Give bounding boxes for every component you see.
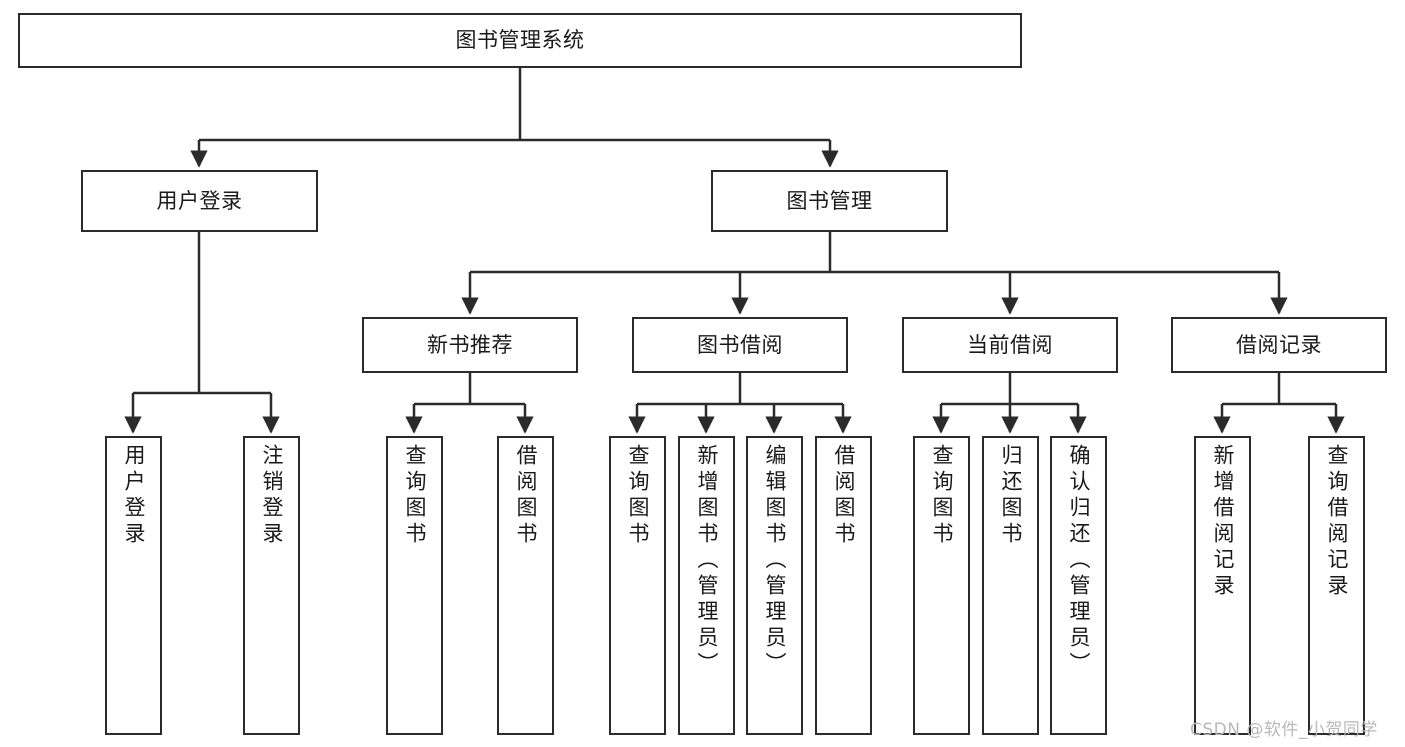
edge-currentborrow-to-leaves bbox=[932, 373, 1087, 434]
node-label: 查询借阅记录 bbox=[1325, 444, 1349, 600]
node-user-login[interactable]: 用户登录 bbox=[81, 170, 318, 232]
node-label: 用户登录 bbox=[156, 188, 243, 213]
node-borrow-record[interactable]: 借阅记录 bbox=[1171, 317, 1387, 373]
node-label: 注销登录 bbox=[260, 444, 284, 548]
node-label: 图书借阅 bbox=[697, 332, 783, 357]
node-leaf-return-book[interactable]: 归还图书 bbox=[982, 436, 1039, 735]
node-label: 借阅图书 bbox=[514, 444, 538, 548]
node-label: 图书管理系统 bbox=[455, 28, 585, 53]
edge-bookmgmt-to-level2 bbox=[461, 232, 1288, 315]
node-leaf-user-login[interactable]: 用户登录 bbox=[105, 436, 162, 735]
node-label: 新书推荐 bbox=[427, 332, 513, 357]
node-leaf-logout-login[interactable]: 注销登录 bbox=[243, 436, 300, 735]
csdn-watermark: CSDN @软件_小贺同学 bbox=[1190, 720, 1378, 740]
node-leaf-edit-book-admin[interactable]: 编辑图书（管理员） bbox=[746, 436, 803, 735]
edge-borrowrecord-to-leaves bbox=[1213, 373, 1345, 434]
node-label: 归还图书 bbox=[999, 444, 1023, 548]
node-label: 查询图书 bbox=[626, 444, 650, 548]
node-new-book-recommend[interactable]: 新书推荐 bbox=[362, 317, 578, 373]
node-leaf-borrow-book-newbook[interactable]: 借阅图书 bbox=[497, 436, 554, 735]
node-book-management-system[interactable]: 图书管理系统 bbox=[18, 13, 1022, 68]
node-label: 借阅记录 bbox=[1236, 332, 1322, 357]
node-label: 用户登录 bbox=[122, 444, 146, 548]
node-label: 当前借阅 bbox=[967, 332, 1053, 357]
node-label: 确认归还（管理员） bbox=[1067, 444, 1091, 678]
node-label: 编辑图书（管理员） bbox=[763, 444, 787, 678]
node-leaf-query-book-borrow[interactable]: 查询图书 bbox=[609, 436, 666, 735]
node-label: 图书管理 bbox=[786, 188, 873, 213]
edge-userlogin-to-leaves bbox=[124, 232, 280, 434]
edge-root-to-level1 bbox=[190, 68, 839, 168]
node-leaf-confirm-return-admin[interactable]: 确认归还（管理员） bbox=[1050, 436, 1107, 735]
node-label: 新增图书（管理员） bbox=[695, 444, 719, 678]
node-current-borrow[interactable]: 当前借阅 bbox=[902, 317, 1118, 373]
node-leaf-borrow-book[interactable]: 借阅图书 bbox=[815, 436, 872, 735]
node-label: 借阅图书 bbox=[832, 444, 856, 548]
node-leaf-query-book-newbook[interactable]: 查询图书 bbox=[386, 436, 443, 735]
node-book-management[interactable]: 图书管理 bbox=[711, 170, 948, 232]
node-book-borrow[interactable]: 图书借阅 bbox=[632, 317, 848, 373]
node-label: 查询图书 bbox=[930, 444, 954, 548]
node-label: 新增借阅记录 bbox=[1211, 444, 1235, 600]
node-leaf-add-borrow-record[interactable]: 新增借阅记录 bbox=[1194, 436, 1251, 735]
node-leaf-add-book-admin[interactable]: 新增图书（管理员） bbox=[678, 436, 735, 735]
edge-bookborrow-to-leaves bbox=[628, 373, 852, 434]
node-leaf-query-book-current[interactable]: 查询图书 bbox=[913, 436, 970, 735]
node-label: 查询图书 bbox=[403, 444, 427, 548]
node-leaf-query-borrow-record[interactable]: 查询借阅记录 bbox=[1308, 436, 1365, 735]
edge-newbook-to-leaves bbox=[405, 373, 534, 434]
